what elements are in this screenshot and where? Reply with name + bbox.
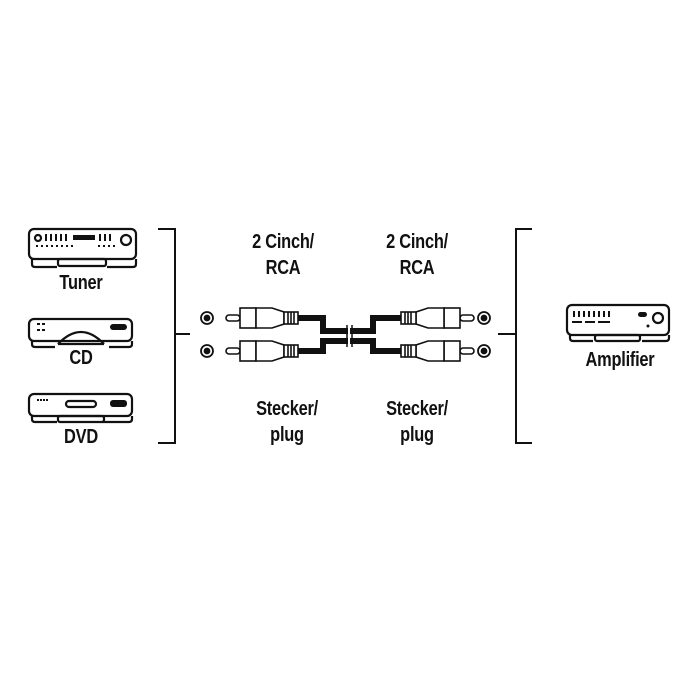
left-bracket xyxy=(158,228,190,444)
left-plug-label: Stecker/ plug xyxy=(242,396,332,448)
right-bracket xyxy=(498,228,532,444)
cd-player-icon xyxy=(27,317,134,349)
left-plug-line2: plug xyxy=(270,424,304,446)
amplifier-icon xyxy=(565,303,671,343)
left-connector-line1: 2 Cinch/ xyxy=(252,231,314,253)
right-plug-line2: plug xyxy=(400,424,434,446)
socket-icons xyxy=(200,311,491,358)
right-connector-label: 2 Cinch/ RCA xyxy=(372,229,462,281)
right-plug-line1: Stecker/ xyxy=(386,398,448,420)
source-label-cd: CD xyxy=(69,347,93,369)
rca-cable-icon xyxy=(225,307,475,362)
rca-plug-right-top xyxy=(400,307,475,329)
rca-plug-left-bottom xyxy=(225,340,299,362)
rca-plug-left-top xyxy=(225,307,299,329)
left-plug-line1: Stecker/ xyxy=(256,398,318,420)
source-label-dvd: DVD xyxy=(64,426,98,448)
source-label-tuner: Tuner xyxy=(59,272,103,294)
tuner-icon xyxy=(27,227,138,269)
left-connector-line2: RCA xyxy=(265,257,301,279)
dvd-player-icon xyxy=(27,392,134,424)
right-plug-label: Stecker/ plug xyxy=(372,396,462,448)
right-connector-line2: RCA xyxy=(399,257,435,279)
left-connector-label: 2 Cinch/ RCA xyxy=(238,229,328,281)
destination-label-amplifier: Amplifier xyxy=(585,349,655,371)
rca-plug-right-bottom xyxy=(400,340,475,362)
right-connector-line1: 2 Cinch/ xyxy=(386,231,448,253)
